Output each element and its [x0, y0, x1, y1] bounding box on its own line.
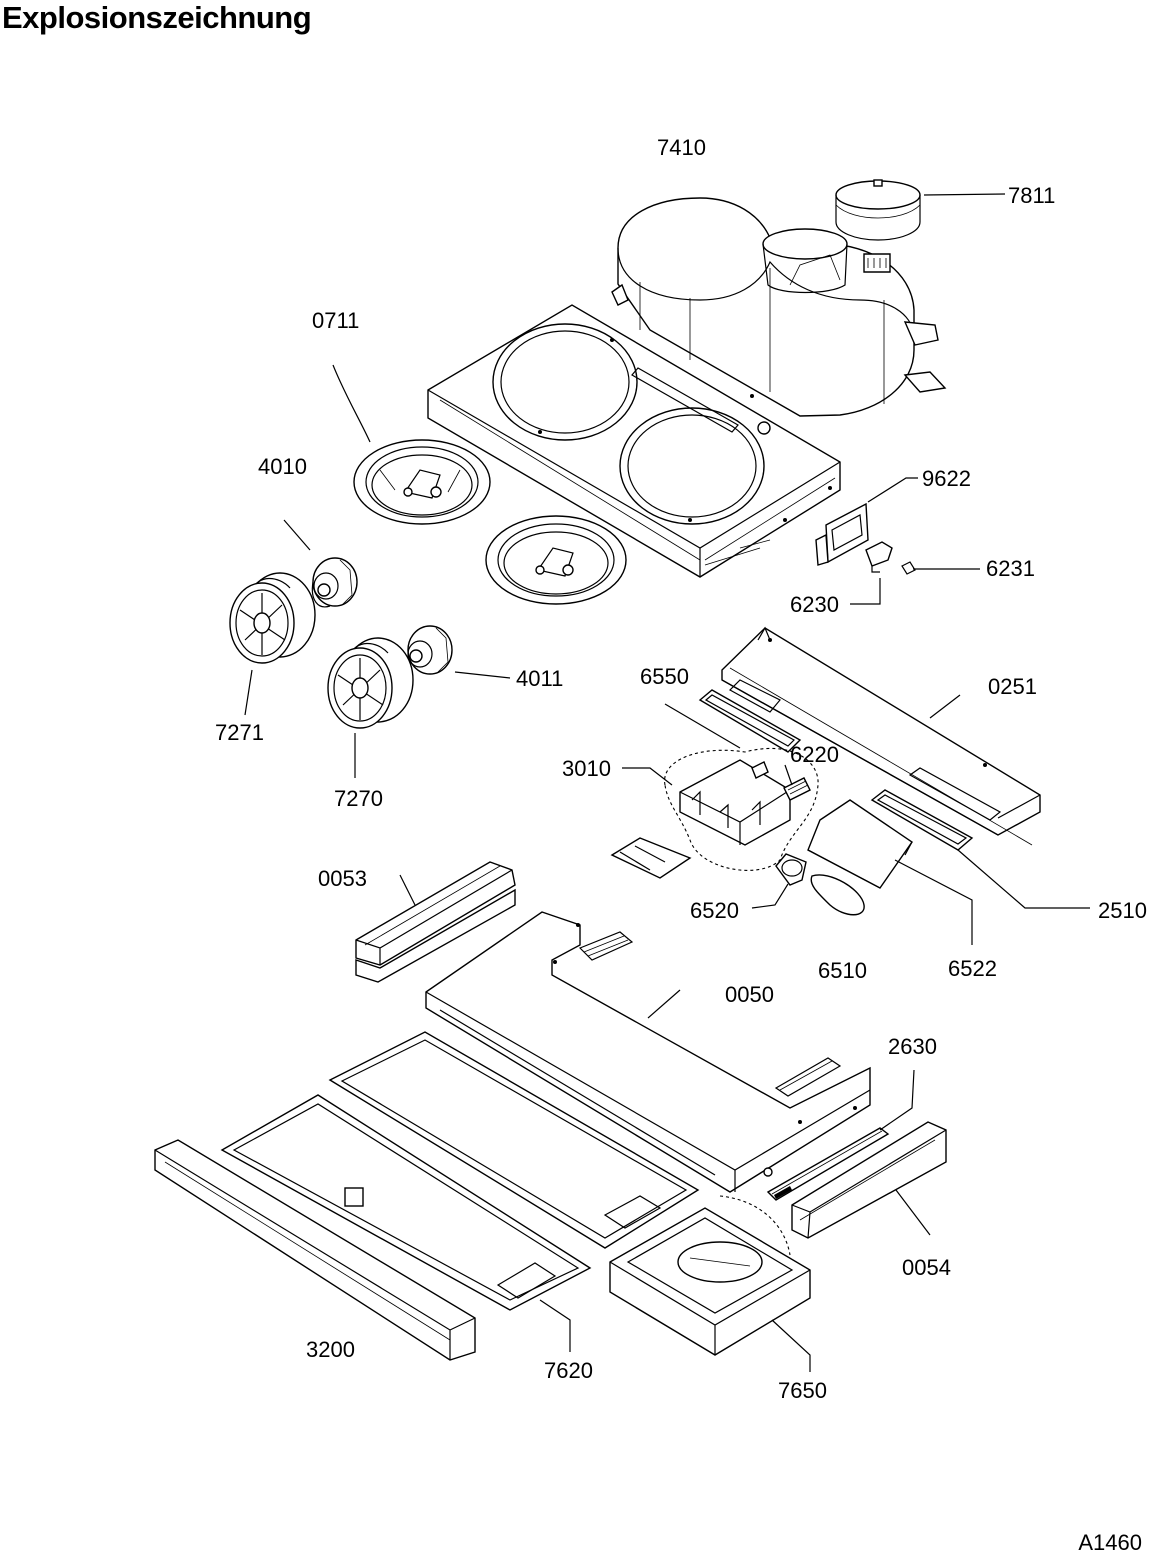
part-label-7620: 7620 — [544, 1358, 593, 1383]
part-labels: 7410 7811 0711 4010 9622 6231 6230 4011 … — [215, 135, 1147, 1403]
recirculation-tray — [609, 1195, 811, 1356]
drawing-code: A1460 — [1078, 1530, 1142, 1555]
fan-volute-ring-left — [353, 439, 491, 525]
part-label-6522: 6522 — [948, 956, 997, 981]
part-label-4010: 4010 — [258, 454, 307, 479]
page-title: Explosionszeichnung — [2, 0, 312, 35]
part-label-3010: 3010 — [562, 756, 611, 781]
part-label-2510: 2510 — [1098, 898, 1147, 923]
part-label-2630: 2630 — [888, 1034, 937, 1059]
part-label-9622: 9622 — [922, 466, 971, 491]
fan-volute-ring-right — [485, 515, 627, 605]
part-label-6520: 6520 — [690, 898, 739, 923]
lamp-glass-lower — [870, 789, 974, 851]
fan-wheel-right — [327, 637, 414, 729]
lamp-housing-module — [610, 747, 819, 879]
telescopic-slide — [766, 1127, 890, 1201]
lamp-reflector — [807, 799, 913, 889]
outlet-ring-collar — [835, 179, 921, 273]
filter-rail-frame — [721, 626, 1041, 846]
lamp-socket — [775, 853, 807, 886]
part-label-3200: 3200 — [306, 1337, 355, 1362]
part-label-7410: 7410 — [657, 135, 706, 160]
motor-left — [311, 557, 358, 608]
side-rail-right — [791, 1121, 947, 1239]
part-label-6550: 6550 — [640, 664, 689, 689]
side-rail-left — [355, 861, 516, 983]
part-label-0053: 0053 — [318, 866, 367, 891]
leader-lines — [244, 193, 1090, 1372]
part-label-6220: 6220 — [790, 742, 839, 767]
motor-mounting-plate — [427, 304, 841, 578]
part-label-6231: 6231 — [986, 556, 1035, 581]
part-label-7650: 7650 — [778, 1378, 827, 1403]
blower-housing — [611, 197, 947, 417]
small-spring-clip — [901, 561, 916, 575]
hood-chassis — [425, 911, 871, 1193]
switch-knob — [865, 541, 893, 573]
part-label-0050: 0050 — [725, 982, 774, 1007]
lamp-glass-upper — [698, 689, 802, 753]
grease-filter-front — [220, 1094, 592, 1311]
front-panel-strip — [154, 1139, 476, 1361]
part-label-7270: 7270 — [334, 786, 383, 811]
grease-filter-rear — [328, 1031, 700, 1249]
part-label-6230: 6230 — [790, 592, 839, 617]
part-label-0711: 0711 — [312, 308, 359, 333]
switch-bracket — [815, 502, 869, 566]
fan-wheel-left — [229, 572, 316, 664]
part-label-4011: 4011 — [516, 666, 563, 691]
part-label-0251: 0251 — [988, 674, 1037, 699]
lamp-bulb — [810, 874, 865, 916]
part-label-6510: 6510 — [818, 958, 867, 983]
part-label-7271: 7271 — [215, 720, 264, 745]
part-label-0054: 0054 — [902, 1255, 951, 1280]
part-label-7811: 7811 — [1008, 183, 1055, 208]
motor-right — [407, 625, 453, 675]
